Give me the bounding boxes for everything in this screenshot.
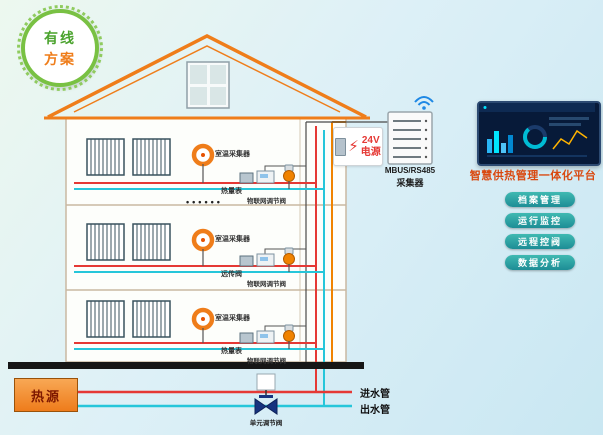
dashboard-screen (477, 101, 601, 166)
wifi-icon (414, 96, 434, 110)
radiator (86, 300, 125, 338)
inlet-pipe-label: 进水管 (360, 389, 390, 400)
platform-title: 智慧供热管理一体化平台 (469, 170, 597, 182)
floor1-meter-label: 热量表 (221, 188, 242, 195)
floor1-room-sensor-label: 室温采集器 (215, 151, 250, 158)
meter-valve-cluster (239, 247, 306, 272)
meter-valve-cluster (239, 324, 306, 349)
radiator (86, 223, 125, 261)
badge-line2: 方案 (44, 50, 76, 67)
unit-valve-icon (254, 373, 278, 415)
bottom-pipes (76, 390, 352, 408)
radiator (86, 138, 125, 176)
roof-window (186, 61, 230, 109)
collector-label: 采集器 (396, 178, 424, 188)
room-temp-sensor (191, 143, 215, 183)
power-supply: ⚡ 24V 电源 (333, 127, 383, 166)
power-label: 电源 (360, 146, 381, 158)
platform-button-data-analysis[interactable]: 数据分析 (505, 255, 575, 270)
scheme-badge: 有线 方案 (17, 5, 103, 91)
heat-source-label: 热源 (30, 388, 61, 404)
radiator (132, 223, 171, 261)
platform-button-monitoring[interactable]: 运行监控 (505, 213, 575, 228)
floor3-room-sensor-label: 室温采集器 (215, 315, 250, 322)
floor-2 (74, 223, 324, 273)
collector-name: MBUS/RS485 (384, 166, 436, 175)
floor1-iot-valve-label: 物联网调节阀 (247, 198, 286, 205)
collector-device (387, 111, 433, 165)
lightning-icon: ⚡ (348, 138, 359, 155)
ground-slab (8, 362, 364, 369)
badge-line1: 有线 (44, 29, 76, 46)
floor2-meter-label: 远传阀 (221, 271, 242, 278)
platform-button-records[interactable]: 档案管理 (505, 192, 575, 207)
room-temp-sensor (191, 307, 215, 343)
heat-source-box: 热源 (14, 378, 78, 412)
floor3-iot-valve-label: 物联网调节阀 (247, 358, 286, 365)
roof (44, 34, 370, 120)
floor3-meter-label: 热量表 (221, 348, 242, 355)
floor2-iot-valve-label: 物联网调节阀 (247, 281, 286, 288)
radiator (132, 300, 171, 338)
dashboard-graphics (479, 103, 595, 157)
outlet-pipe-label: 出水管 (360, 405, 390, 416)
meter-valve-cluster (239, 164, 306, 189)
radiator (132, 138, 171, 176)
power-unit-icon (335, 137, 347, 156)
floor2-room-sensor-label: 室温采集器 (215, 236, 250, 243)
platform-button-valve-control[interactable]: 远程控阀 (505, 234, 575, 249)
power-voltage: 24V (361, 135, 380, 146)
floor-3 (74, 300, 324, 350)
floor-1 (74, 138, 324, 190)
unit-valve-label: 单元调节阀 (249, 420, 283, 427)
power-text: 24V 电源 (361, 135, 381, 158)
floors-ellipsis: •••••• (186, 197, 223, 207)
room-temp-sensor (191, 228, 215, 266)
